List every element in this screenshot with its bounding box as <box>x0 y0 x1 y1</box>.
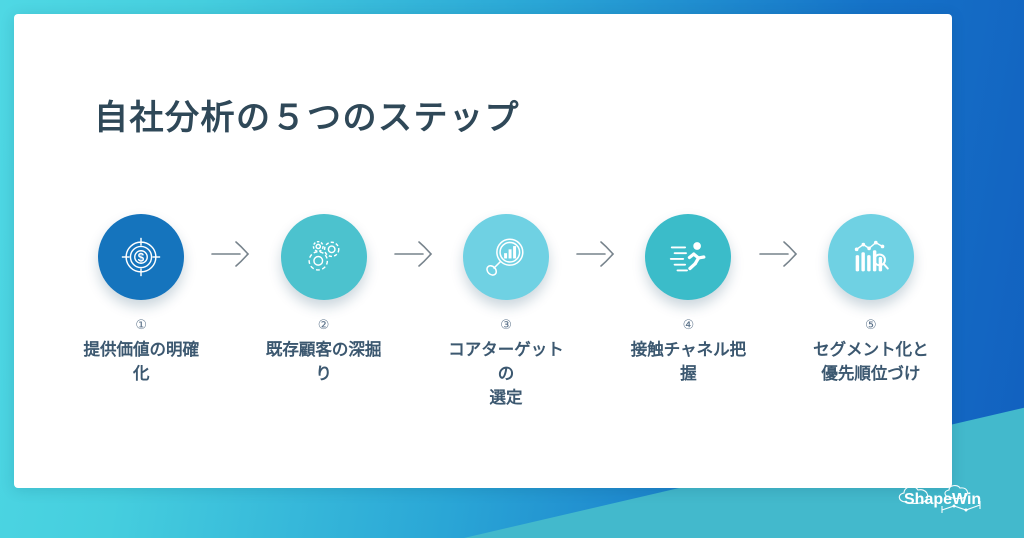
arrow-1-to-2 <box>206 238 258 270</box>
arrow-3-to-4 <box>571 238 623 270</box>
step-5-label: セグメント化と 優先順位づけ <box>813 341 929 383</box>
step-5-circle <box>827 214 914 300</box>
step-3-circle-wrap <box>463 214 550 300</box>
step-5-number: ⑤ <box>865 317 877 332</box>
logo-text: ShapeWin <box>904 491 981 508</box>
bar-chart-magnifier-icon <box>848 234 894 280</box>
arrow-4-to-5 <box>754 238 806 270</box>
content-card: 自社分析の５つのステップ <box>14 14 952 488</box>
step-1-label: 提供価値の明確化 <box>83 341 199 383</box>
step-4-circle-wrap <box>645 214 732 300</box>
step-2-number: ② <box>317 317 330 332</box>
step-3-number: ③ <box>500 317 512 332</box>
step-2-circle <box>280 214 367 300</box>
shapewin-logo: ShapeWin <box>884 476 1002 522</box>
running-person-icon <box>665 234 711 280</box>
step-2-label: 既存顧客の深掘り <box>265 341 382 383</box>
gears-icon <box>301 234 347 280</box>
page-title: 自社分析の５つのステップ <box>94 99 520 137</box>
step-5-circle-wrap <box>827 214 914 300</box>
step-1-circle: $ <box>98 214 185 300</box>
step-1[interactable]: $ ① 提供価値の明確化 <box>76 214 206 387</box>
magnifier-bar-chart-icon <box>483 234 529 280</box>
steps-row: $ ① 提供価値の明確化 <box>76 214 936 411</box>
step-5[interactable]: ⑤ セグメント化と 優先順位づけ <box>806 214 936 387</box>
step-1-circle-wrap: $ <box>98 214 185 300</box>
step-4-number: ④ <box>682 317 695 332</box>
step-4-label: 接触チャネル把握 <box>630 341 747 383</box>
step-4[interactable]: ④ 接触チャネル把握 <box>623 214 753 387</box>
step-2[interactable]: ② 既存顧客の深掘り <box>258 214 388 387</box>
step-4-circle <box>645 214 732 300</box>
step-2-circle-wrap <box>280 214 367 300</box>
arrow-2-to-3 <box>389 238 441 270</box>
target-dollar-icon: $ <box>118 234 164 280</box>
svg-text:$: $ <box>138 252 145 264</box>
step-3[interactable]: ③ コアターゲットの 選定 <box>441 214 571 411</box>
step-3-circle <box>463 214 550 300</box>
step-3-label: コアターゲットの 選定 <box>448 341 564 407</box>
step-1-number: ① <box>135 317 148 332</box>
